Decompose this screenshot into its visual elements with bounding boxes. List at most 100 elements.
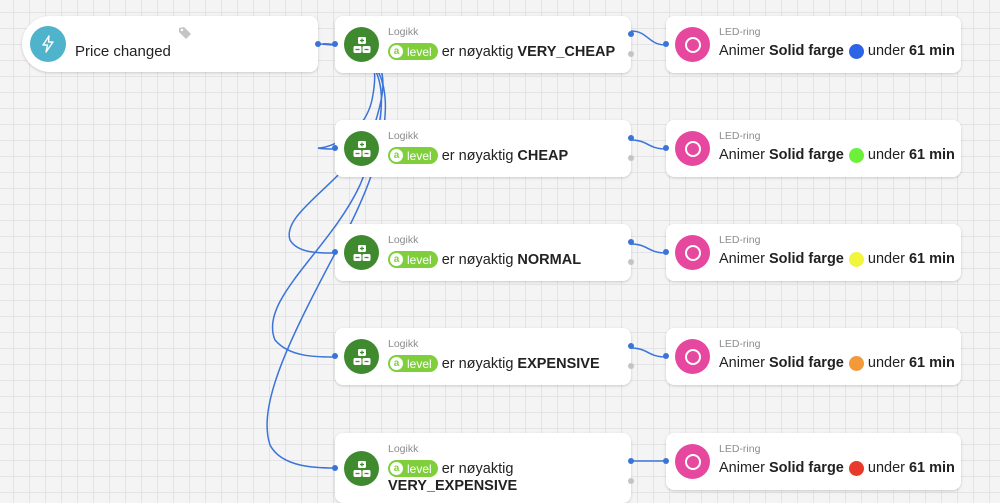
logic-kind: Logikk	[388, 443, 419, 455]
operator-label: er nøyaktig	[441, 43, 514, 60]
duration-label: 61 min	[908, 460, 955, 476]
true-output-port[interactable]	[628, 343, 634, 349]
color-swatch[interactable]	[848, 460, 864, 476]
led-card[interactable]: LED-ring Animer Solid farge under 61 min	[663, 120, 961, 177]
led-action: Animer Solid farge under 61 min	[719, 460, 955, 476]
token-badge: a	[390, 253, 403, 266]
led-kind: LED-ring	[719, 130, 761, 142]
value-label: NORMAL	[517, 251, 582, 268]
operator-label: er nøyaktig	[441, 355, 514, 372]
operator-label: er nøyaktig	[441, 147, 514, 164]
duration-label: 61 min	[908, 251, 955, 267]
input-port[interactable]	[663, 249, 669, 255]
false-output-port[interactable]	[628, 363, 634, 369]
led-kind: LED-ring	[719, 338, 761, 350]
false-output-port[interactable]	[628, 155, 634, 161]
duration-label: 61 min	[908, 355, 955, 371]
led-card[interactable]: LED-ring Animer Solid farge under 61 min	[663, 224, 961, 281]
led-kind: LED-ring	[719, 443, 761, 455]
lightning-icon	[30, 26, 66, 62]
color-swatch[interactable]	[848, 43, 864, 59]
led-action: Animer Solid farge under 61 min	[719, 251, 955, 267]
operator-label: er nøyaktig	[441, 251, 514, 268]
led-card[interactable]: LED-ring Animer Solid farge under 61 min	[663, 433, 961, 490]
input-port[interactable]	[332, 353, 338, 359]
under-label: under	[867, 460, 905, 476]
trigger-output-port[interactable]	[315, 41, 321, 47]
action-label: Animer	[719, 251, 765, 267]
token-label: level	[407, 461, 432, 476]
color-swatch[interactable]	[848, 147, 864, 163]
wire-logic-led-1	[630, 30, 667, 46]
effect-label: Solid farge	[768, 147, 844, 163]
action-label: Animer	[719, 460, 765, 476]
logic-kind: Logikk	[388, 234, 419, 246]
effect-label: Solid farge	[768, 355, 844, 371]
wire-logic-led-3	[630, 243, 667, 254]
input-port[interactable]	[332, 465, 338, 471]
value-label: CHEAP	[517, 147, 569, 164]
logic-icon	[344, 235, 379, 270]
led-card[interactable]: LED-ring Animer Solid farge under 61 min	[663, 328, 961, 385]
duration-label: 61 min	[908, 43, 955, 59]
input-port[interactable]	[332, 41, 338, 47]
logic-icon	[344, 131, 379, 166]
false-output-port[interactable]	[628, 478, 634, 484]
action-label: Animer	[719, 355, 765, 371]
under-label: under	[867, 147, 905, 163]
logic-icon	[344, 339, 379, 374]
token-badge: a	[390, 357, 403, 370]
led-ring-icon	[675, 131, 710, 166]
true-output-port[interactable]	[628, 458, 634, 464]
false-output-port[interactable]	[628, 259, 634, 265]
value-label: VERY_CHEAP	[517, 43, 616, 60]
led-ring-icon	[675, 27, 710, 62]
true-output-port[interactable]	[628, 135, 634, 141]
action-label: Animer	[719, 147, 765, 163]
input-port[interactable]	[663, 353, 669, 359]
effect-label: Solid farge	[768, 460, 844, 476]
token-label: level	[407, 356, 432, 371]
logic-kind: Logikk	[388, 26, 419, 38]
duration-label: 61 min	[908, 147, 955, 163]
true-output-port[interactable]	[628, 31, 634, 37]
input-port[interactable]	[663, 145, 669, 151]
color-swatch[interactable]	[848, 251, 864, 267]
trigger-label: Price changed	[75, 43, 171, 60]
token-badge: a	[390, 45, 403, 58]
under-label: under	[867, 43, 905, 59]
effect-label: Solid farge	[768, 251, 844, 267]
color-swatch[interactable]	[848, 355, 864, 371]
logic-kind: Logikk	[388, 130, 419, 142]
true-output-port[interactable]	[628, 239, 634, 245]
action-label: Animer	[719, 43, 765, 59]
input-port[interactable]	[332, 145, 338, 151]
false-output-port[interactable]	[628, 51, 634, 57]
effect-label: Solid farge	[768, 43, 844, 59]
wire-logic-led-4	[630, 347, 667, 358]
input-port[interactable]	[332, 249, 338, 255]
tag-icon[interactable]	[178, 26, 192, 45]
input-port[interactable]	[663, 41, 669, 47]
input-port[interactable]	[663, 458, 669, 464]
led-card[interactable]: LED-ring Animer Solid farge under 61 min	[663, 16, 961, 73]
token-badge: a	[390, 462, 403, 475]
token-badge: a	[390, 149, 403, 162]
led-kind: LED-ring	[719, 26, 761, 38]
token-label: level	[407, 148, 432, 163]
trigger-card[interactable]: Price changed	[22, 16, 321, 72]
wire-trigger-logic-4	[271, 43, 383, 358]
